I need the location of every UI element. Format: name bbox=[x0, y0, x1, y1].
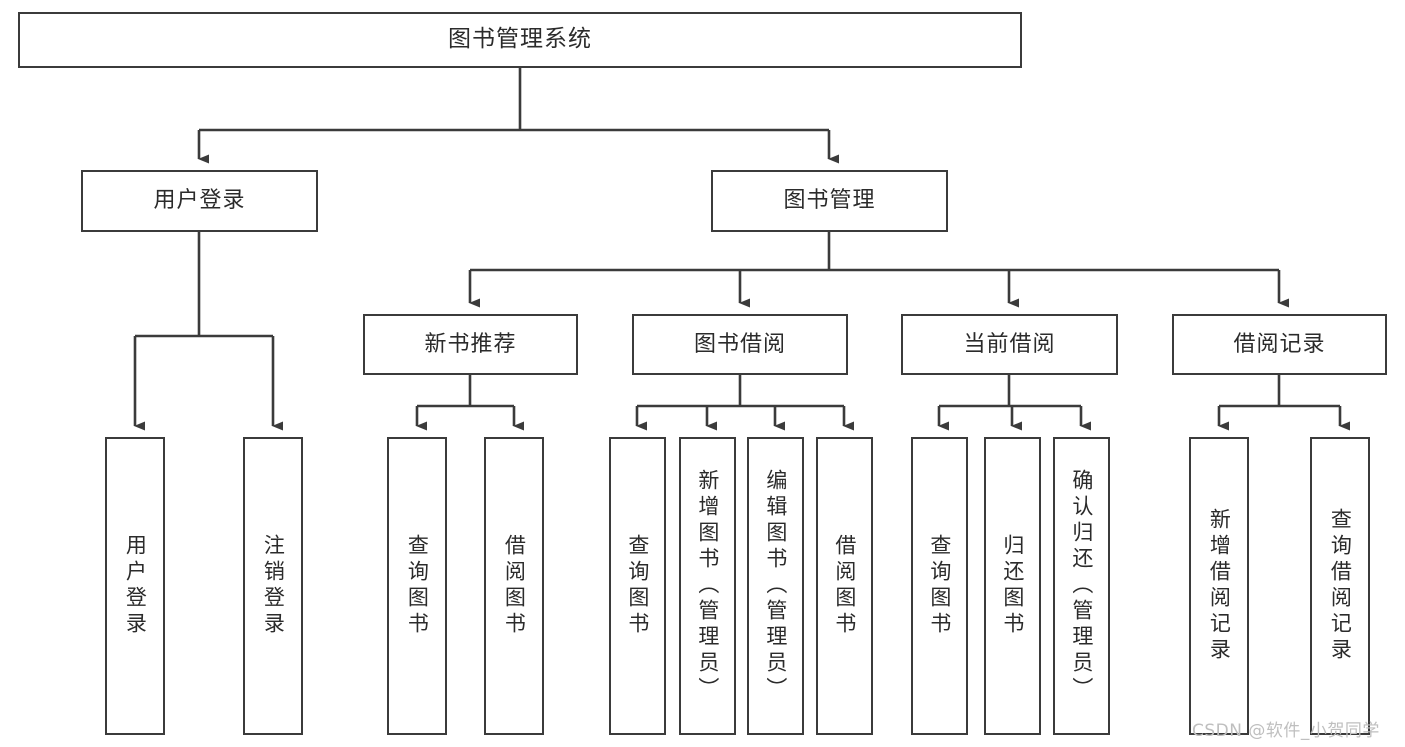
node-borrow-record[interactable]: 借阅记录 bbox=[1172, 314, 1387, 375]
node-label: 借阅记录 bbox=[1233, 331, 1326, 357]
node-label: 用户登录 bbox=[123, 534, 148, 638]
node-leaf-query-book-borrow[interactable]: 查询图书 bbox=[609, 437, 666, 735]
node-label: 归还图书 bbox=[1000, 534, 1025, 638]
node-label: 查询图书 bbox=[405, 534, 430, 638]
node-leaf-confirm-return[interactable]: 确认归还（管理员） bbox=[1053, 437, 1110, 735]
node-leaf-query-book-current[interactable]: 查询图书 bbox=[911, 437, 968, 735]
node-label: 查询图书 bbox=[625, 534, 650, 638]
node-leaf-query-book-rec[interactable]: 查询图书 bbox=[387, 437, 447, 735]
node-label: 新增借阅记录 bbox=[1207, 508, 1232, 664]
node-leaf-add-record[interactable]: 新增借阅记录 bbox=[1189, 437, 1249, 735]
node-label: 用户登录 bbox=[153, 188, 246, 214]
node-label: 注销登录 bbox=[261, 534, 286, 638]
node-label: 图书管理 bbox=[783, 188, 876, 214]
watermark-csdn: CSDN @软件_小贺同学 bbox=[1192, 721, 1380, 741]
node-leaf-borrow-book-rec[interactable]: 借阅图书 bbox=[484, 437, 544, 735]
node-book-manage[interactable]: 图书管理 bbox=[711, 170, 948, 232]
node-leaf-user-login[interactable]: 用户登录 bbox=[105, 437, 165, 735]
node-label: 新书推荐 bbox=[424, 331, 517, 357]
node-label: 图书借阅 bbox=[693, 331, 786, 357]
node-leaf-logout[interactable]: 注销登录 bbox=[243, 437, 303, 735]
node-leaf-add-book[interactable]: 新增图书（管理员） bbox=[679, 437, 736, 735]
node-label: 图书管理系统 bbox=[448, 26, 592, 53]
node-book-borrow[interactable]: 图书借阅 bbox=[632, 314, 848, 375]
node-leaf-return-book[interactable]: 归还图书 bbox=[984, 437, 1041, 735]
node-new-book-rec[interactable]: 新书推荐 bbox=[363, 314, 578, 375]
node-label: 查询图书 bbox=[927, 534, 952, 638]
node-label: 借阅图书 bbox=[832, 534, 857, 638]
node-label: 借阅图书 bbox=[502, 534, 527, 638]
node-current-borrow[interactable]: 当前借阅 bbox=[901, 314, 1118, 375]
node-label: 编辑图书（管理员） bbox=[763, 469, 788, 703]
node-label: 确认归还（管理员） bbox=[1069, 469, 1094, 703]
node-label: 查询借阅记录 bbox=[1328, 508, 1353, 664]
node-user-login[interactable]: 用户登录 bbox=[81, 170, 318, 232]
connector-group bbox=[133, 68, 1350, 431]
node-root-system[interactable]: 图书管理系统 bbox=[18, 12, 1022, 68]
node-label: 当前借阅 bbox=[963, 331, 1056, 357]
node-leaf-borrow-book[interactable]: 借阅图书 bbox=[816, 437, 873, 735]
node-leaf-edit-book[interactable]: 编辑图书（管理员） bbox=[747, 437, 804, 735]
node-leaf-query-record[interactable]: 查询借阅记录 bbox=[1310, 437, 1370, 735]
node-label: 新增图书（管理员） bbox=[695, 469, 720, 703]
